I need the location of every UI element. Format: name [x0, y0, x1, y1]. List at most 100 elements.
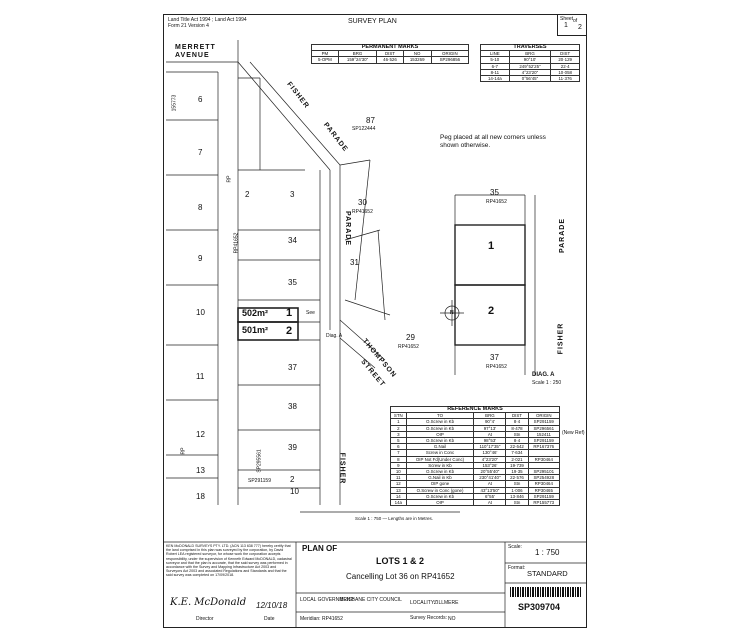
traverse-cell: 10·058 — [550, 68, 580, 77]
form-line: Form 21 Version 4 — [168, 23, 209, 29]
pm-header: DIST — [376, 50, 404, 58]
lot-number: 34 — [288, 236, 297, 245]
ref-cell: SP291159 — [527, 418, 561, 426]
diag-lot-37: 37 — [490, 353, 499, 362]
permanent-marks-table: PERMANENT MARKS PM BRG DIST NO ORIGIN 5-… — [311, 43, 470, 64]
lot-number: 10 — [290, 487, 299, 496]
traverse-cell: 14-14a — [480, 74, 510, 83]
traverse-header: BRG — [508, 50, 552, 58]
plan-of: PLAN OF — [302, 544, 338, 553]
sheet-label: Sheet — [560, 16, 574, 22]
ref-cell — [527, 461, 561, 470]
rp-label: RP41652 — [233, 232, 240, 254]
ref-cell: SP254928 — [527, 474, 561, 482]
lot-ref: RP41652 — [352, 209, 373, 215]
ref-cell: 98°53' — [473, 436, 507, 445]
ref-cell: RP155773 — [527, 499, 561, 507]
scale-value: 1 : 750 — [535, 548, 560, 557]
permanent-marks-title: PERMANENT MARKS — [311, 43, 469, 52]
ref-cell: 153°26' — [473, 461, 507, 470]
lot-number: 2 — [290, 475, 295, 484]
ref-cell — [527, 449, 561, 457]
page-title: SURVEY PLAN — [348, 18, 397, 25]
lot-number: 35 — [288, 278, 297, 287]
lot-ref: SP122444 — [352, 126, 376, 132]
lot1-number: 1 — [286, 307, 293, 319]
lot2-area: 501m² — [242, 325, 269, 335]
street-parade-vertical: PARADE — [344, 210, 352, 247]
traverse-cell: 249°52'25" — [508, 62, 552, 70]
diag-scale: Scale 1 : 250 — [532, 380, 562, 386]
ref-header: ORIGIN — [527, 412, 561, 420]
pm-cell: 5-OPM — [311, 56, 339, 64]
table-row: 5-OPM 159°24'30" 46·526 153269 SP296856 — [311, 56, 470, 64]
ref-cell: 4°23'20" — [473, 455, 507, 463]
see-diag: See — [306, 310, 315, 316]
survey-records-value: NO — [448, 616, 456, 622]
ref-cell: 130°46' — [473, 449, 507, 457]
ref-cell: SP296561 — [527, 424, 561, 432]
lot-number: 3 — [290, 190, 295, 199]
street-avenue: AVENUE — [175, 52, 210, 59]
lot-number: 37 — [288, 363, 297, 372]
ref-cell: SP295101 — [527, 468, 561, 476]
rp-label: SP291159 — [248, 478, 271, 484]
lot1-area: 502m² — [242, 308, 269, 318]
lot2-number: 2 — [286, 325, 293, 337]
date-label: Date — [264, 616, 275, 622]
lot-number: 9 — [198, 254, 203, 263]
ref-header: BRG — [473, 412, 507, 420]
ref-cell: RP30465 — [527, 486, 561, 494]
acts-line: Land Title Act 1994 ; Land Act 1994 — [168, 17, 247, 23]
cancelling-line: Cancelling Lot 36 on RP41652 — [346, 572, 455, 581]
director-label: Director — [196, 616, 214, 622]
peg-note: Peg placed at all new corners unless sho… — [440, 134, 546, 149]
locality-value: ZILLMERE — [434, 600, 459, 606]
lot-number: 13 — [196, 466, 205, 475]
of-label: of — [573, 18, 578, 24]
local-gov-label: LOCAL GOVERNMENT: — [300, 597, 355, 603]
pm-cell: 46·526 — [376, 56, 404, 64]
lot-number: 30 — [358, 198, 367, 207]
new-ref-note: (New Ref) — [562, 430, 585, 436]
street-fisher-diag: FISHER — [557, 322, 565, 355]
traverse-header: DIST — [550, 50, 580, 58]
lot-number: 18 — [196, 492, 205, 501]
diag-lot-1: 1 — [488, 240, 495, 252]
lot-number: 39 — [288, 443, 297, 452]
lot-ref: RP41652 — [398, 344, 419, 350]
diag-rp-35: RP41652 — [486, 199, 507, 205]
survey-records-label: Survey Records: — [410, 615, 447, 621]
signature-date: 12/10/18 — [256, 601, 288, 610]
ref-cell: 152411 — [527, 430, 561, 439]
ref-cell: RP30464 — [527, 455, 561, 463]
format-label: Format: — [508, 565, 526, 571]
director-signature: K.E. McDonald — [170, 597, 247, 608]
diag-ref: Diag. A — [326, 333, 343, 339]
plan-number: SP309704 — [518, 602, 561, 612]
lot-number: 2 — [245, 190, 250, 199]
pm-cell: SP296856 — [430, 56, 470, 64]
meridian-label: Meridian: — [300, 616, 321, 622]
pm-cell: 159°24'30" — [337, 56, 378, 64]
ref-cell: 14a — [390, 499, 407, 507]
meridian-value: RP41652 — [322, 616, 343, 622]
lots-title: LOTS 1 & 2 — [376, 556, 425, 566]
pm-cell: 153269 — [402, 56, 432, 64]
scale-label: Scale: — [508, 544, 522, 550]
traverse-cell: 90°10' — [508, 56, 552, 64]
lot-number: 29 — [406, 333, 415, 342]
ref-cell: 20°55'40" — [473, 468, 507, 476]
lot-number: 12 — [196, 430, 205, 439]
barcode-icon — [510, 587, 582, 597]
